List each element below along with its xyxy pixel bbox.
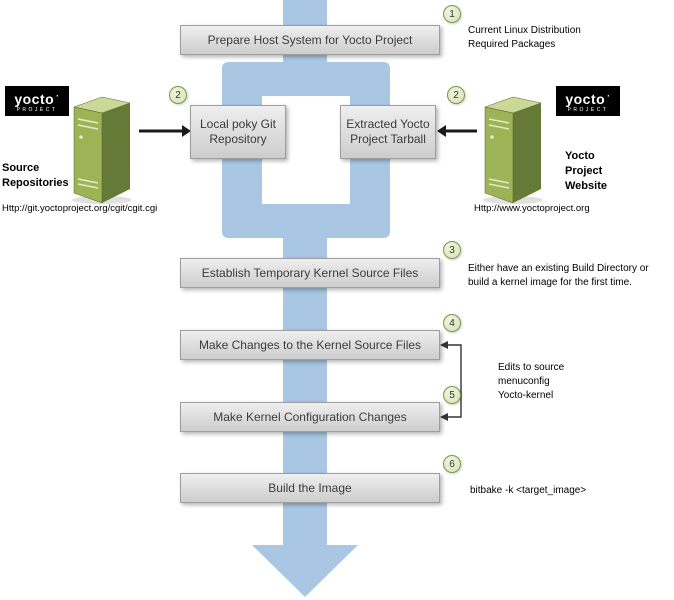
- note-line: Current Linux Distribution: [468, 25, 581, 36]
- source-repositories-label: Source Repositories: [2, 161, 69, 191]
- yocto-logo-left: yocto· PROJECT: [5, 86, 69, 116]
- label-line: Source: [2, 162, 40, 174]
- box-prepare-host: Prepare Host System for Yocto Project: [180, 25, 440, 55]
- source-repositories-url: Http://git.yoctoproject.org/cgit/cgit.cg…: [2, 203, 158, 214]
- step-badge-2-right: 2: [447, 86, 465, 104]
- box-extracted-tarball: Extracted Yocto Project Tarball: [340, 105, 436, 159]
- logo-dot: ·: [56, 90, 60, 101]
- note-line: Edits to source: [498, 362, 565, 373]
- step-badge-1: 1: [443, 5, 461, 23]
- box-build-image: Build the Image: [180, 473, 440, 503]
- yocto-website-url: Http://www.yoctoproject.org: [474, 203, 590, 214]
- yocto-logo-text: yocto·: [14, 90, 60, 107]
- yocto-website-label: Yocto Project Website: [565, 149, 607, 194]
- step-badge-4: 4: [443, 314, 461, 332]
- blue-flow-arrow: [222, 0, 390, 597]
- note-line: menuconfig: [498, 376, 550, 387]
- note-step3: Either have an existing Build Directory …: [468, 263, 649, 288]
- box-establish-kernel-sources: Establish Temporary Kernel Source Files: [180, 258, 440, 288]
- yocto-logo-text: yocto·: [565, 90, 611, 107]
- step-badge-3: 3: [443, 241, 461, 259]
- box-local-poky-repo: Local poky Git Repository: [190, 105, 286, 159]
- note-step6: bitbake -k <target_image>: [470, 485, 587, 496]
- box-kernel-config-changes: Make Kernel Configuration Changes: [180, 402, 440, 432]
- step-badge-2-left: 2: [169, 86, 187, 104]
- right-server-arrow: [437, 125, 477, 137]
- server-icon-source-repositories: [72, 96, 132, 204]
- server-front-details: [488, 118, 510, 189]
- step-badge-5: 5: [443, 386, 461, 404]
- server-front-details: [77, 118, 99, 189]
- left-server-arrow: [139, 125, 191, 137]
- note-step1: Current Linux Distribution Required Pack…: [468, 24, 581, 52]
- yocto-logo-subtext: PROJECT: [567, 106, 609, 113]
- label-line: Project: [565, 165, 603, 177]
- yocto-logo-subtext: PROJECT: [16, 106, 58, 113]
- logo-dot: ·: [607, 90, 611, 101]
- note-line: Required Packages: [468, 39, 556, 50]
- label-line: Yocto: [565, 150, 595, 162]
- note-step4-5: Edits to source menuconfig Yocto-kernel: [498, 361, 564, 403]
- label-line: Website: [565, 180, 607, 192]
- step-badge-6: 6: [443, 455, 461, 473]
- box-make-source-changes: Make Changes to the Kernel Source Files: [180, 330, 440, 360]
- edit-loop-bracket: [440, 341, 462, 421]
- server-icon-yocto-website: [483, 96, 543, 204]
- yocto-logo-right: yocto· PROJECT: [556, 86, 620, 116]
- note-line: Yocto-kernel: [498, 390, 554, 401]
- label-line: Repositories: [2, 177, 69, 189]
